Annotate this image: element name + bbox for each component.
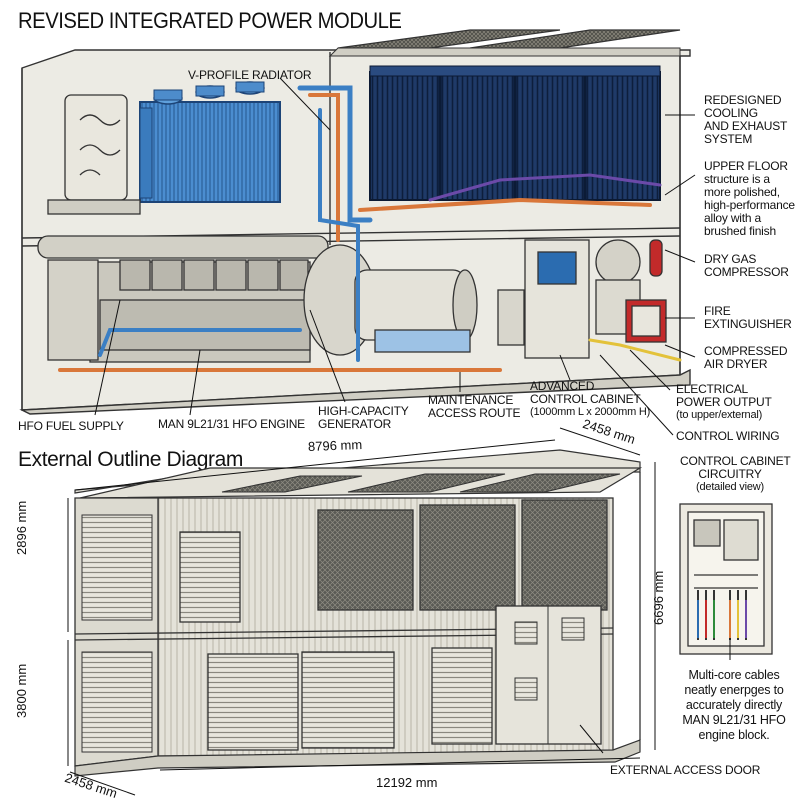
- label-fire-extinguisher: FIRE EXTINGUISHER: [704, 304, 792, 331]
- label-dry-gas-compressor: DRY GAS COMPRESSOR: [704, 252, 789, 279]
- dimension-top-length: 8796 mm: [307, 437, 363, 454]
- label-high-capacity-generator: HIGH-CAPACITY GENERATOR: [318, 404, 409, 431]
- outline-roof-vent-2: [347, 473, 506, 493]
- outline-roof-vent-1: [221, 475, 363, 493]
- label-redesigned-cooling: REDESIGNED COOLING AND EXHAUST SYSTEM: [704, 93, 788, 146]
- label-advanced-control-cabinet: ADVANCED CONTROL CABINET (1000mm L x 200…: [530, 379, 651, 419]
- label-compressed-air-dryer: COMPRESSED AIR DRYER: [704, 344, 788, 371]
- v-profile-radiator: [139, 81, 281, 203]
- label-man-engine: MAN 9L21/31 HFO ENGINE: [158, 417, 305, 431]
- outline-roof-vent-3: [459, 473, 621, 493]
- dimension-total-height: 6696 mm: [651, 570, 666, 625]
- dimension-lower-height: 3800 mm: [14, 663, 29, 718]
- control-cabinet: [497, 239, 590, 359]
- label-external-access-door: EXTERNAL ACCESS DOOR: [610, 763, 761, 777]
- inset-title: CONTROL CABINET CIRCUITRY (detailed view…: [680, 454, 791, 494]
- engine-block: [37, 235, 329, 363]
- label-hfo-fuel-supply: HFO FUEL SUPPLY: [18, 419, 124, 433]
- dimension-lines: [67, 427, 656, 796]
- page-title: REVISED INTEGRATED POWER MODULE: [18, 8, 402, 33]
- section-subtitle: External Outline Diagram: [18, 448, 243, 471]
- label-maintenance-access-route: MAINTENANCE ACCESS ROUTE: [428, 393, 521, 420]
- inset-caption: Multi-core cables neatly enerpges to acc…: [682, 668, 786, 742]
- label-upper-floor: UPPER FLOOR structure is a more polished…: [704, 159, 795, 238]
- label-electrical-power-output: ELECTRICAL POWER OUTPUT (to upper/extern…: [676, 382, 772, 422]
- outline-base: [74, 739, 641, 777]
- dimension-bottom-length: 12192 mm: [376, 775, 438, 790]
- compressor-group: [595, 239, 667, 343]
- inset-cabinet-detail: [679, 503, 773, 660]
- dimension-upper-height: 2896 mm: [14, 500, 29, 555]
- top-leader-lines: [94, 77, 696, 436]
- label-control-wiring: CONTROL WIRING: [676, 429, 780, 443]
- label-v-profile-radiator: V-PROFILE RADIATOR: [188, 68, 312, 82]
- pipes: [58, 85, 682, 372]
- filter-tank: [47, 94, 141, 215]
